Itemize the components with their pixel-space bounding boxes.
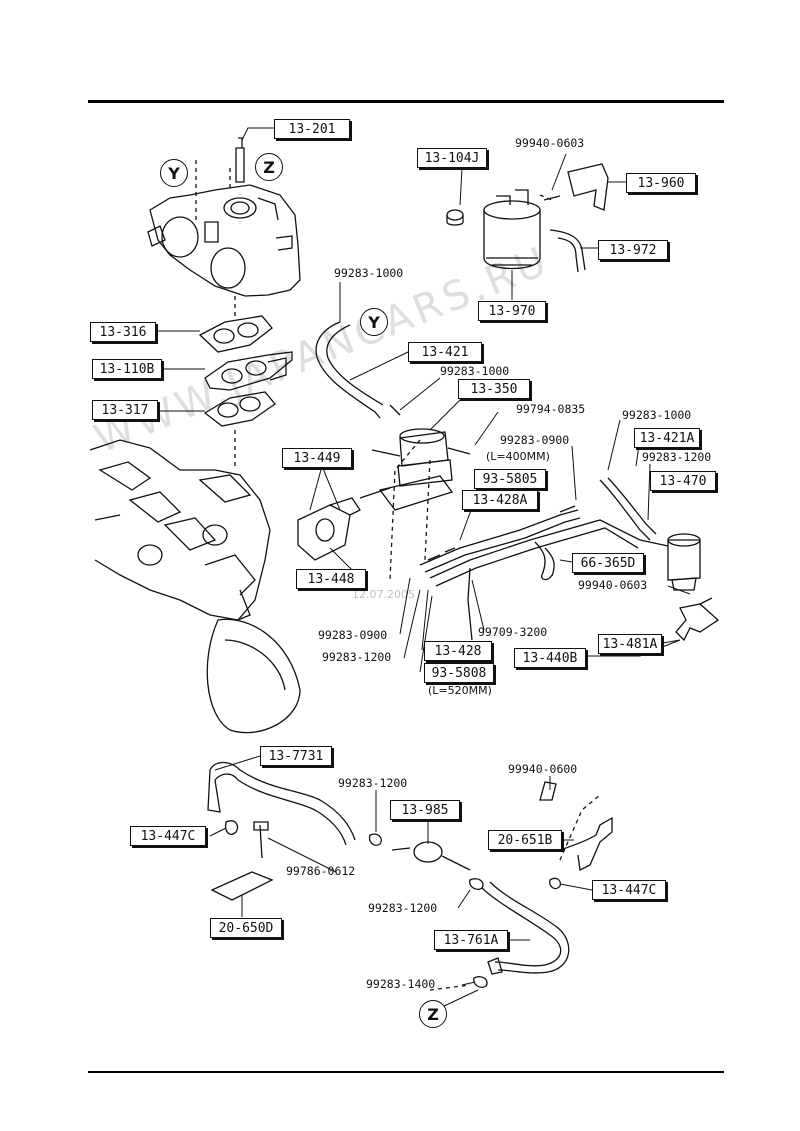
part-number: 99283-1200 bbox=[338, 776, 408, 790]
part-tag[interactable]: 13-448 bbox=[296, 569, 366, 589]
top-rule bbox=[88, 100, 724, 103]
part-number: 99283-1400 bbox=[366, 977, 436, 991]
fuel-filter-drawing bbox=[599, 477, 701, 591]
part-tag[interactable]: 93-5808 bbox=[424, 663, 494, 683]
part-tag[interactable]: 13-960 bbox=[626, 173, 696, 193]
part-tag[interactable]: 20-651B bbox=[488, 830, 562, 850]
part-tag[interactable]: 13-985 bbox=[390, 800, 460, 820]
leader-lines bbox=[156, 127, 691, 1009]
check-valve-drawing bbox=[391, 841, 471, 871]
fuel-hoses-drawing bbox=[315, 321, 641, 641]
part-tag[interactable]: 13-440B bbox=[514, 648, 586, 668]
part-number: 99283-1000 bbox=[440, 364, 510, 378]
alignment-lines bbox=[195, 160, 601, 991]
part-tag[interactable]: 13-110B bbox=[92, 359, 162, 379]
lower-hose-drawing bbox=[469, 878, 570, 988]
part-tag[interactable]: 13-970 bbox=[478, 301, 546, 321]
bottom-rule bbox=[88, 1071, 724, 1073]
part-number: 99283-0900 bbox=[500, 433, 570, 447]
part-tag[interactable]: 13-470 bbox=[650, 471, 716, 491]
connector-z-marker: Z bbox=[255, 153, 283, 181]
watermark-date: 12.07.2005 bbox=[352, 588, 415, 601]
part-number: 99794-0835 bbox=[516, 402, 586, 416]
part-number: 99940-0603 bbox=[515, 136, 585, 150]
part-tag[interactable]: 13-317 bbox=[92, 400, 158, 420]
length-note: (L=520MM) bbox=[428, 684, 492, 697]
part-tag[interactable]: 13-104J bbox=[417, 148, 487, 168]
vent-hose-drawing bbox=[207, 761, 382, 901]
fuel-pump-drawing bbox=[359, 428, 471, 511]
part-number: 99283-1000 bbox=[622, 408, 692, 422]
part-number: 99786-0612 bbox=[286, 864, 356, 878]
carburetor-drawing bbox=[147, 137, 301, 297]
part-number: 99283-0900 bbox=[318, 628, 388, 642]
part-tag[interactable]: 13-428A bbox=[462, 490, 538, 510]
insulator-drawing bbox=[297, 497, 361, 561]
part-tag[interactable]: 13-421 bbox=[408, 342, 482, 362]
part-number: 99940-0603 bbox=[578, 578, 648, 592]
part-tag[interactable]: 13-7731 bbox=[260, 746, 332, 766]
length-note: (L=400MM) bbox=[486, 450, 550, 463]
connector-y-marker: Y bbox=[360, 308, 388, 336]
gasket-drawing bbox=[198, 315, 293, 427]
part-tag[interactable]: 13-316 bbox=[90, 322, 156, 342]
part-tag[interactable]: 66-365D bbox=[572, 553, 644, 573]
connector-z-marker: Z bbox=[419, 1000, 447, 1028]
part-number: 99283-1200 bbox=[642, 450, 712, 464]
part-number: 99283-1200 bbox=[322, 650, 392, 664]
part-tag[interactable]: 13-447C bbox=[592, 880, 666, 900]
part-tag[interactable]: 13-201 bbox=[274, 119, 350, 139]
bracket-drawing bbox=[675, 597, 720, 642]
part-number: 99283-1200 bbox=[368, 901, 438, 915]
part-tag[interactable]: 13-449 bbox=[282, 448, 352, 468]
connector-y-marker: Y bbox=[160, 159, 188, 187]
canister-drawing bbox=[446, 163, 609, 273]
engine-block-drawing bbox=[89, 439, 301, 734]
part-number: 99283-1000 bbox=[334, 266, 404, 280]
part-tag[interactable]: 13-972 bbox=[598, 240, 668, 260]
part-tag[interactable]: 13-447C bbox=[130, 826, 206, 846]
part-tag[interactable]: 13-761A bbox=[434, 930, 508, 950]
part-tag[interactable]: 20-650D bbox=[210, 918, 282, 938]
part-number: 99709-3200 bbox=[478, 625, 548, 639]
part-tag[interactable]: 13-428 bbox=[424, 641, 492, 661]
part-tag[interactable]: 93-5805 bbox=[474, 469, 546, 489]
part-tag[interactable]: 13-421A bbox=[634, 428, 700, 448]
bracket-pipe-drawing bbox=[539, 781, 613, 890]
part-tag[interactable]: 13-350 bbox=[458, 379, 530, 399]
part-tag[interactable]: 13-481A bbox=[598, 634, 662, 654]
part-number: 99940-0600 bbox=[508, 762, 578, 776]
